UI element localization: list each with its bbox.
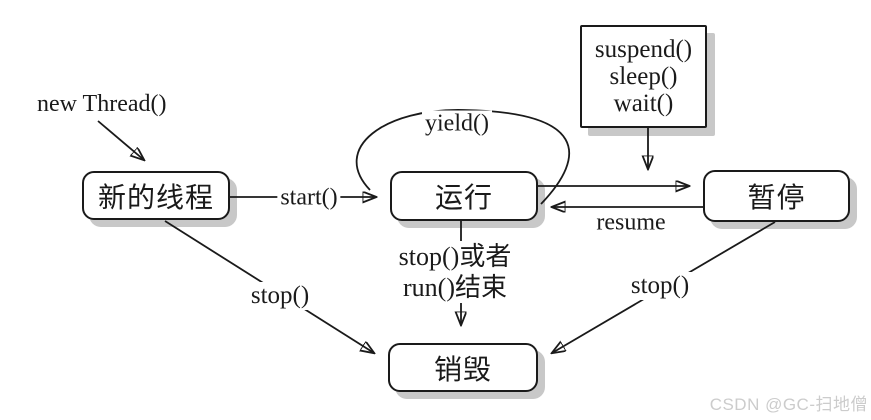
edge-label-stop-or-run-line2: run()结束 xyxy=(403,273,507,302)
watermark: CSDN @GC-扫地僧 xyxy=(709,395,868,414)
edge-label-yield: yield() xyxy=(422,110,492,138)
edge-label-stop-left: stop() xyxy=(247,282,313,310)
node-running: 运行 xyxy=(390,171,538,221)
arc-yield-self-loop xyxy=(355,109,571,205)
method-suspend: suspend() xyxy=(594,36,693,63)
node-destroyed-label: 销毁 xyxy=(433,354,492,386)
edge-label-start: start() xyxy=(277,184,341,212)
label-new-thread-call: new Thread() xyxy=(37,91,167,117)
node-new-thread-label: 新的线程 xyxy=(97,182,214,214)
method-wait: wait() xyxy=(613,90,674,117)
arrow-newcall-to-new-thread xyxy=(97,120,144,160)
edge-label-resume: resume xyxy=(596,209,666,236)
node-paused-label: 暂停 xyxy=(747,183,806,214)
node-running-label: 运行 xyxy=(434,183,493,214)
node-paused: 暂停 xyxy=(703,170,850,222)
method-list-box: suspend() sleep() wait() xyxy=(580,25,707,128)
node-new-thread: 新的线程 xyxy=(82,171,230,220)
method-sleep: sleep() xyxy=(609,63,678,90)
edge-label-stop-or-run-line1: stop()或者 xyxy=(398,242,512,271)
edge-label-stop-right: stop() xyxy=(627,272,693,300)
edge-label-stop-or-run: stop()或者 run()结束 xyxy=(395,241,515,303)
node-destroyed: 销毁 xyxy=(388,343,538,392)
